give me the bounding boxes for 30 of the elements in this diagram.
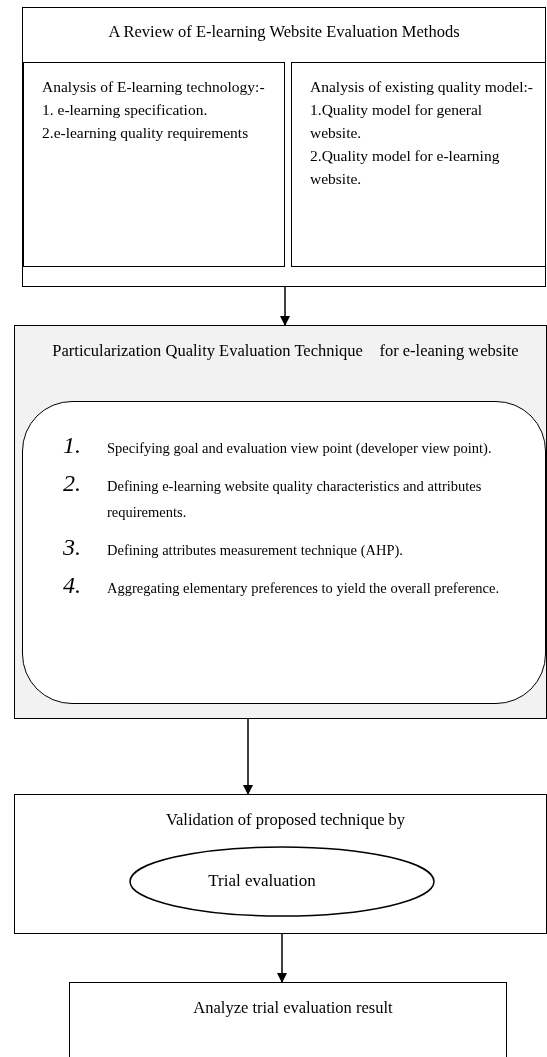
analysis-box — [291, 62, 546, 267]
step-text: Aggregating elementary preferences to yield the overall preference. — [107, 579, 501, 598]
validation-box — [14, 794, 547, 934]
analysis-text: 1.Quality model for general website. — [310, 100, 484, 143]
arrow — [277, 933, 287, 983]
heading-text: A Review of E-learning Website Evaluation Methods — [107, 21, 461, 43]
arrow — [243, 718, 253, 795]
heading-text: Validation of proposed technique by — [164, 809, 407, 831]
ellipse-text: Trial evaluation — [207, 869, 317, 892]
step-number: 1. — [63, 432, 81, 458]
step-text: Defining attributes measurement technique (AHP). — [107, 541, 404, 560]
heading-text: Particularization Quality Evaluation Technique for e-leaning website — [51, 340, 520, 362]
steps-box — [22, 401, 546, 704]
analysis-text: 2.Quality model for e-learning website. — [310, 146, 501, 189]
arrow — [280, 286, 290, 326]
trial-ellipse — [129, 846, 435, 917]
result-box — [69, 982, 507, 1057]
analysis-text: Analysis of E-learning technology:- — [42, 77, 266, 97]
step-text: Specifying goal and evaluation view point (developer view point). — [107, 439, 493, 458]
section-box — [22, 7, 546, 287]
step-number: 2. — [63, 470, 81, 496]
analysis-text: 2.e-learning quality requirements — [42, 123, 250, 143]
step-text: Defining e-learning website quality characteristics and attributes requirements. — [107, 477, 483, 522]
technique-panel — [14, 325, 547, 719]
analysis-text: Analysis of existing quality model:- — [310, 77, 534, 97]
analysis-box — [23, 62, 285, 267]
step-number: 4. — [63, 572, 81, 598]
analysis-text: 1. e-learning specification. — [42, 100, 209, 120]
heading-text: Analyze trial evaluation result — [192, 997, 394, 1019]
step-number: 3. — [63, 534, 81, 560]
